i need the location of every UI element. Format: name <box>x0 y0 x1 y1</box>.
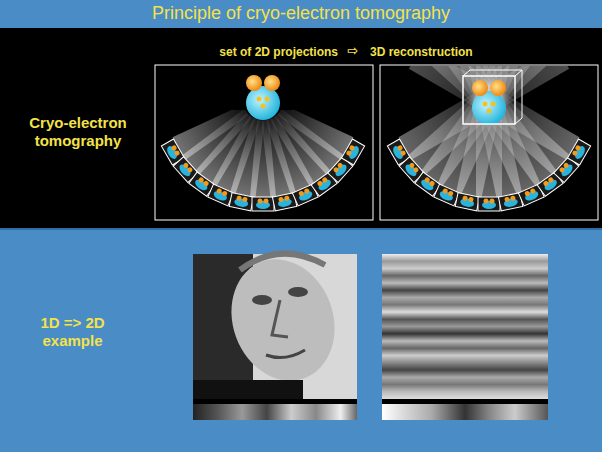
arrow-symbol: ⇨ <box>342 43 364 59</box>
row-label: 1D => 2D example <box>20 314 125 350</box>
panel-heading: set of 2D projections <box>168 45 338 59</box>
row-label: Cryo-electron tomography <box>8 114 148 150</box>
slide-title: Principle of cryo-electron tomography <box>0 3 602 25</box>
panel-heading: 3D reconstruction <box>370 45 510 59</box>
